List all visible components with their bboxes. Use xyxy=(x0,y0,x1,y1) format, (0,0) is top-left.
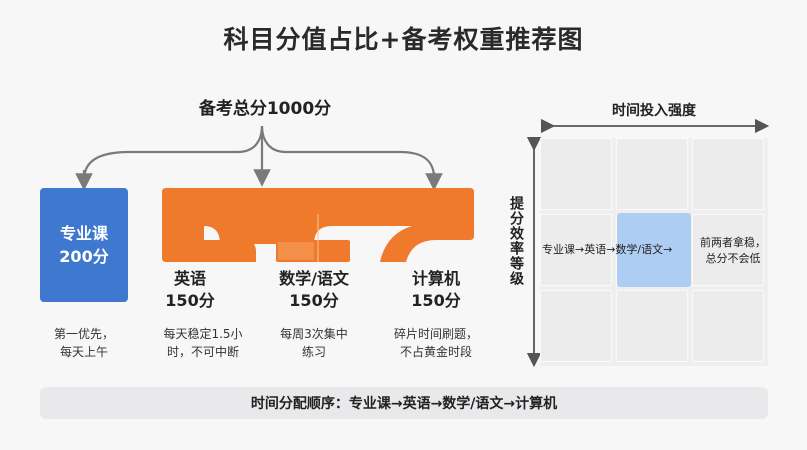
diagram-title: 科目分值占比+备考权重推荐图 xyxy=(223,25,584,54)
grid-cell xyxy=(616,138,688,210)
english-label: 英语 150分 xyxy=(160,268,220,311)
x-axis-label: 时间投入强度 xyxy=(612,103,696,119)
english-note: 每天稳定1.5小 时，不可中断 xyxy=(148,325,258,361)
math-note: 每周3次集中 练习 xyxy=(268,325,360,361)
orange-middle-highlight xyxy=(278,242,314,260)
computer-note-line2: 不占黄金时段 xyxy=(399,345,472,359)
computer-note-line1: 碎片时间刷题， xyxy=(393,327,478,341)
math-name: 数学/语文 xyxy=(279,269,349,288)
math-score: 150分 xyxy=(289,290,339,310)
total-score-label: 备考总分1000分 xyxy=(198,99,332,119)
professional-note: 第一优先， 每天上午 xyxy=(36,325,132,361)
computer-score: 150分 xyxy=(411,290,461,310)
grid-cell xyxy=(692,214,764,286)
y-axis-label: 提分效率等级 xyxy=(508,196,524,286)
professional-note-line2: 每天上午 xyxy=(59,345,108,359)
orange-left-foot xyxy=(204,240,256,262)
computer-label: 计算机 150分 xyxy=(396,268,476,311)
professional-name: 专业课 xyxy=(59,223,108,243)
english-note-line2: 时，不可中断 xyxy=(166,345,239,359)
computer-name: 计算机 xyxy=(411,269,460,288)
professional-course-box: 专业课 200分 xyxy=(40,188,128,302)
flow-conclusion-line2: 总分不会低 xyxy=(705,251,761,265)
grid-cell xyxy=(540,290,612,362)
time-allocation-banner: 时间分配顺序：专业课→英语→数学/语文→计算机 xyxy=(40,387,768,419)
priority-flow-text: 专业课→英语→数学/语文→ xyxy=(542,243,673,256)
math-label: 数学/语文 150分 xyxy=(264,268,364,311)
math-note-line1: 每周3次集中 xyxy=(280,327,348,341)
time-allocation-text: 时间分配顺序：专业课→英语→数学/语文→计算机 xyxy=(250,396,558,412)
english-note-line1: 每天稳定1.5小 xyxy=(163,327,243,341)
grid-cell xyxy=(692,290,764,362)
professional-note-line1: 第一优先， xyxy=(53,327,114,341)
grid-cell xyxy=(692,138,764,210)
english-name: 英语 xyxy=(173,269,206,288)
math-note-line2: 练习 xyxy=(301,345,326,359)
grid-cell xyxy=(540,138,612,210)
professional-score: 200分 xyxy=(59,247,109,266)
grid-cell xyxy=(616,290,688,362)
grid-cell xyxy=(540,214,612,286)
english-score: 150分 xyxy=(165,290,215,310)
flow-conclusion: 前两者拿稳， 总分不会低 xyxy=(700,235,766,267)
flow-conclusion-line1: 前两者拿稳， xyxy=(700,236,766,249)
center-highlight-cell xyxy=(617,213,691,287)
computer-note: 碎片时间刷题， 不占黄金时段 xyxy=(376,325,496,361)
